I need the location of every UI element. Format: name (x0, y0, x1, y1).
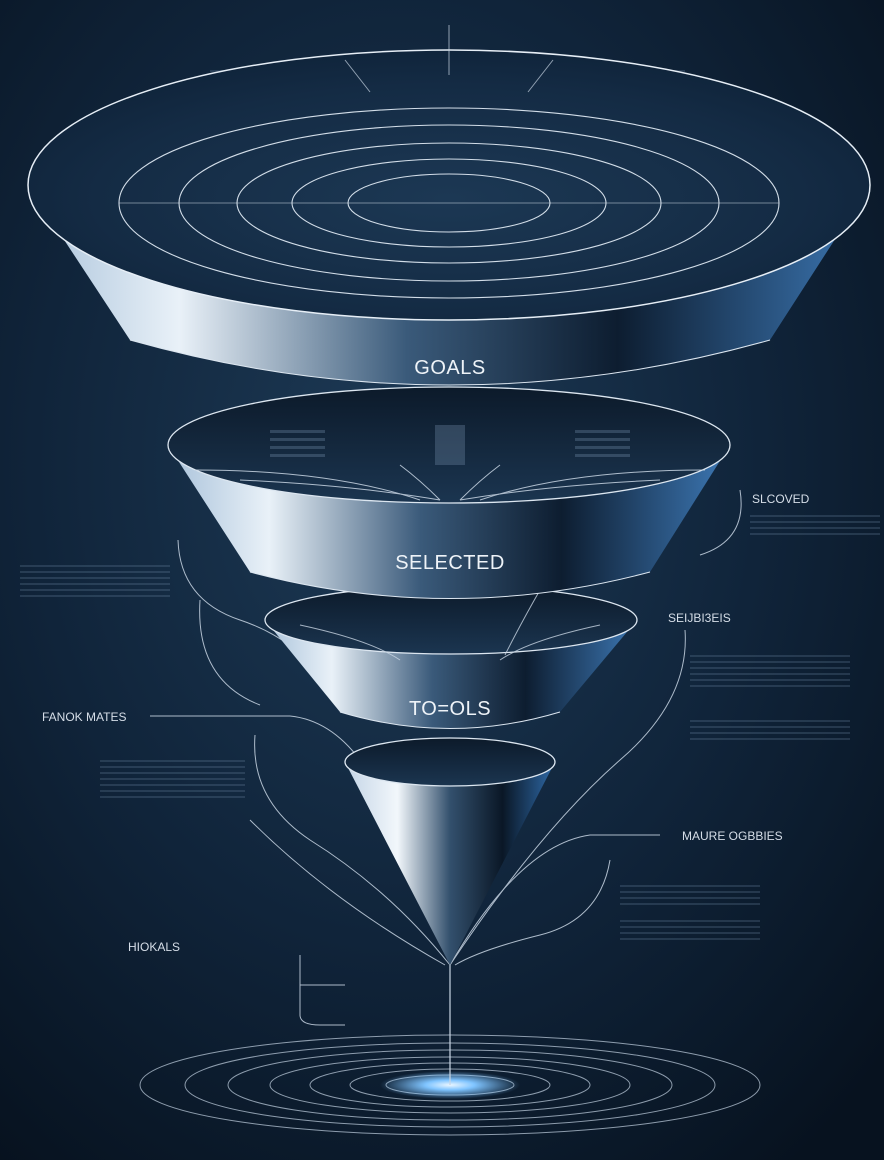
tier-label-goals: GOALS (414, 357, 485, 379)
funnel-tier-tools (264, 585, 638, 729)
tier-label-tools: TO=OLS (409, 698, 491, 720)
annotation-seijbi3eis: SEIJBI3EIS (668, 611, 731, 625)
funnel-tier-goals (27, 25, 871, 386)
annotation-hiokals: HIOKALS (128, 940, 180, 954)
funnel-tier-selected (167, 386, 731, 599)
connector-lines (150, 489, 742, 1026)
annotation-slcoved: SLCOVED (752, 492, 810, 506)
annotation-maure-ogbbies: MAURE OGBBIES (682, 829, 783, 843)
funnel-cone (344, 737, 556, 965)
annotation-fanok-mates: FANOK MATES (42, 710, 126, 724)
tier-label-selected: SELECTED (395, 552, 505, 574)
